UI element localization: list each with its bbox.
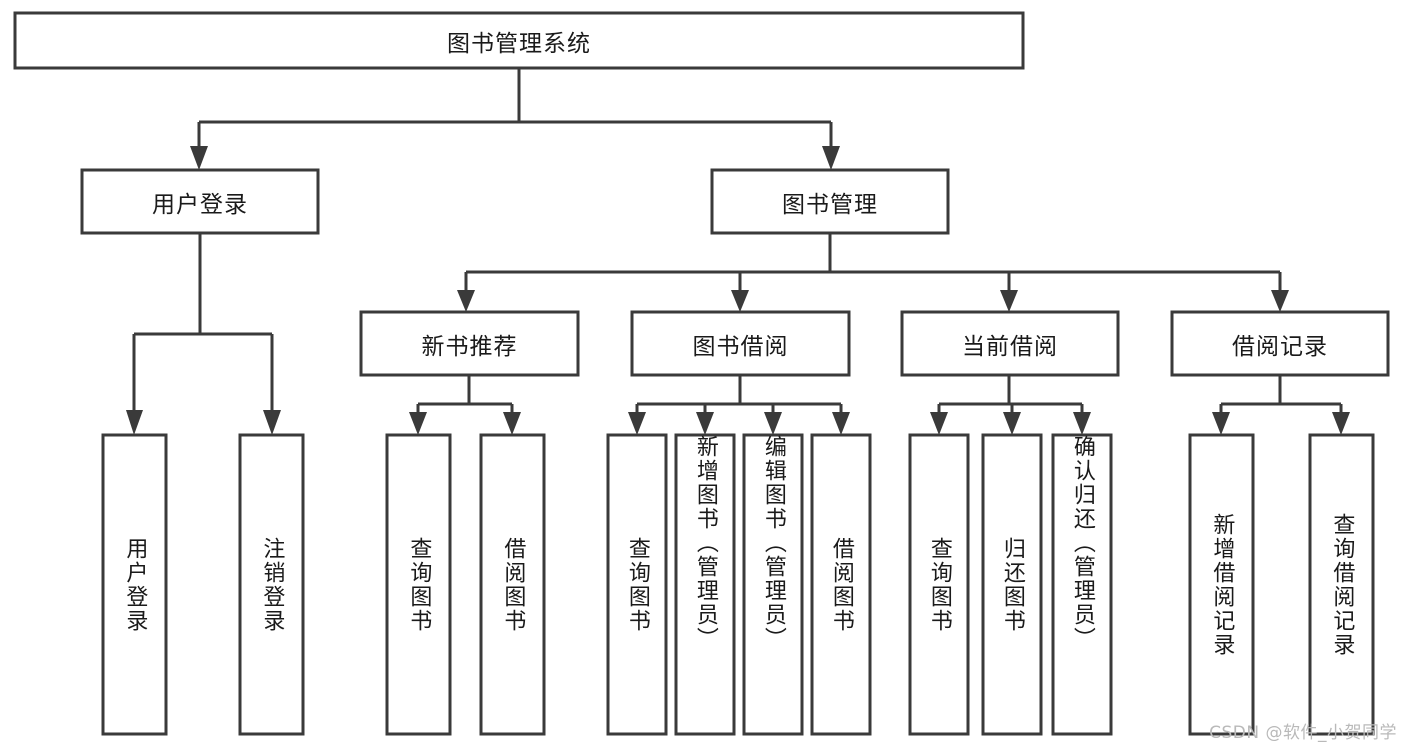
- arrow-leaf-edit-book-admin: [764, 412, 782, 435]
- node-new-book-recommend-box[interactable]: [359, 310, 580, 377]
- arrow-leaf-add-borrow-record: [1212, 412, 1230, 435]
- node-borrow-record-box[interactable]: [1170, 310, 1390, 377]
- leaf-edit-book-admin-box[interactable]: [742, 433, 804, 736]
- arrow-new-book-recommend: [457, 290, 475, 312]
- arrow-user-login: [190, 146, 208, 170]
- node-book-manage-box[interactable]: [710, 168, 950, 235]
- arrow-book-manage: [822, 146, 840, 170]
- leaf-return-book-box[interactable]: [981, 433, 1043, 736]
- leaf-add-borrow-record-box[interactable]: [1188, 433, 1255, 736]
- leaf-logout-login-box[interactable]: [238, 433, 305, 736]
- arrow-leaf-borrow-book: [832, 412, 850, 435]
- connector-root-to-level1: [190, 68, 840, 170]
- connector-user-login-to-leaves: [126, 233, 281, 435]
- leaf-confirm-return-admin-box[interactable]: [1051, 433, 1113, 736]
- node-root-box[interactable]: [13, 11, 1025, 70]
- arrow-borrow-record: [1271, 290, 1289, 312]
- connector-borrow-record-to-leaves: [1212, 375, 1350, 435]
- node-book-borrow-box[interactable]: [630, 310, 851, 377]
- arrow-leaf-borrow-book-rec: [503, 412, 521, 435]
- connector-new-book-recommend-to-leaves: [409, 375, 521, 435]
- arrow-leaf-confirm-return-admin: [1073, 412, 1091, 435]
- arrow-leaf-query-book-rec: [409, 412, 427, 435]
- leaf-borrow-book-rec-box[interactable]: [479, 433, 546, 736]
- leaf-query-book-borrow-box[interactable]: [606, 433, 668, 736]
- node-user-login-box[interactable]: [80, 168, 320, 235]
- arrow-leaf-query-borrow-record: [1332, 412, 1350, 435]
- arrow-leaf-query-book-cur: [930, 412, 948, 435]
- arrow-leaf-logout-login: [263, 410, 281, 435]
- leaf-query-borrow-record-box[interactable]: [1308, 433, 1375, 736]
- arrow-book-borrow: [731, 290, 749, 312]
- leaf-borrow-book-box[interactable]: [810, 433, 872, 736]
- arrow-leaf-query-book-borrow: [628, 412, 646, 435]
- leaf-user-login-box[interactable]: [101, 433, 168, 736]
- arrow-leaf-return-book: [1003, 412, 1021, 435]
- arrow-current-borrow: [1000, 290, 1018, 312]
- connector-book-manage-to-level2: [457, 233, 1289, 312]
- node-current-borrow-box[interactable]: [900, 310, 1120, 377]
- arrow-leaf-add-book-admin: [696, 412, 714, 435]
- arrow-leaf-user-login: [126, 410, 143, 435]
- connector-current-borrow-to-leaves: [930, 375, 1091, 435]
- leaf-query-book-rec-box[interactable]: [385, 433, 452, 736]
- csdn-watermark: CSDN @软件_小贺同学: [1209, 723, 1397, 743]
- leaf-query-book-cur-box[interactable]: [908, 433, 970, 736]
- leaf-add-book-admin-box[interactable]: [674, 433, 736, 736]
- connector-book-borrow-to-leaves: [628, 375, 850, 435]
